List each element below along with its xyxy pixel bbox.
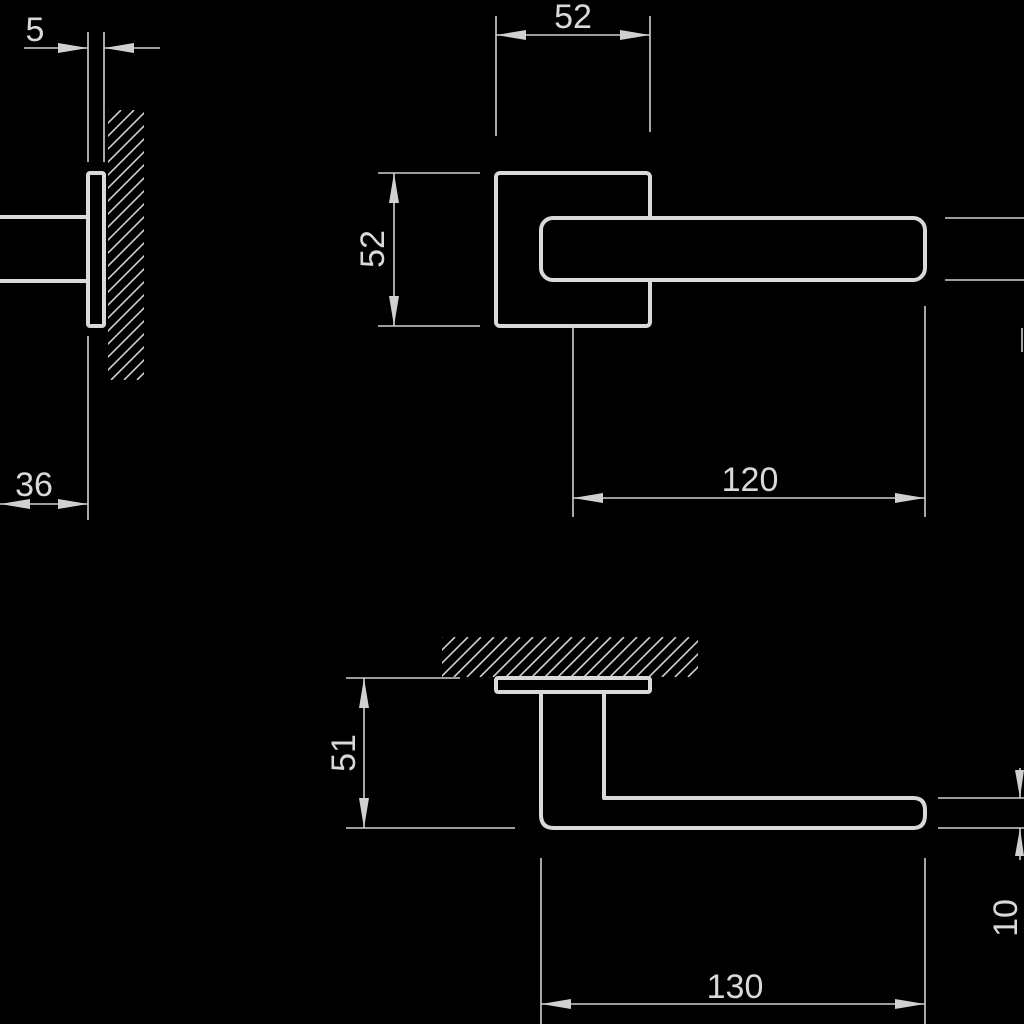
hatch-line	[648, 637, 690, 677]
top-lever	[539, 694, 927, 830]
dim-label-lever-length: 120	[722, 461, 779, 499]
hatch-line	[108, 163, 144, 203]
hatch-line	[108, 332, 144, 372]
arrow-52v-bottom	[389, 296, 399, 326]
hatch-line	[108, 110, 109, 112]
hatch-line	[544, 637, 586, 677]
hatch-line	[108, 319, 144, 359]
hatch-line	[108, 110, 135, 138]
hatch-line	[492, 637, 534, 677]
hatch-line	[661, 639, 698, 677]
arrow-52v-top	[389, 173, 399, 203]
hatch-line	[108, 228, 144, 268]
hatch-line	[479, 637, 521, 677]
hatch-line	[108, 137, 144, 177]
arrow-10-down	[1015, 770, 1024, 798]
arrow-51-bottom	[359, 798, 369, 828]
hatch-line	[505, 637, 547, 677]
arrow-52h-right	[620, 30, 650, 40]
front-lever	[539, 216, 927, 282]
hatch-line	[442, 637, 469, 665]
dim-label-top-height: 51	[325, 734, 363, 772]
hatch-line	[583, 637, 625, 677]
hatch-line	[108, 150, 144, 190]
hatch-line	[442, 637, 443, 639]
hatch-line	[609, 637, 651, 677]
hatch-line	[570, 637, 612, 677]
hatch-line	[687, 665, 698, 677]
arrow-120-left	[573, 493, 603, 503]
hatch-line	[442, 637, 456, 652]
side-rose-plate	[86, 171, 106, 328]
arrow-10-up	[1015, 828, 1024, 856]
dim-label-top-length: 130	[707, 968, 764, 1006]
hatch-line	[557, 637, 599, 677]
wall-hatch-top	[442, 637, 698, 677]
hatch-line	[466, 637, 508, 677]
hatch-line	[635, 637, 677, 677]
hatch-line	[674, 652, 698, 677]
hatch-line	[108, 215, 144, 255]
hatch-line	[110, 345, 144, 380]
dim-label-lever-thickness: 10	[987, 899, 1024, 937]
dim-label-side-gap: 5	[26, 11, 45, 49]
arrow-130-right	[895, 999, 925, 1009]
hatch-line	[531, 637, 573, 677]
arrow-5-right	[58, 43, 88, 53]
side-view: 5 36	[0, 11, 160, 520]
hatch-line	[442, 637, 482, 677]
hatch-line	[108, 254, 144, 294]
arrow-5-left	[104, 43, 134, 53]
hatch-line	[108, 124, 144, 164]
hatch-line	[108, 306, 144, 346]
dim-label-rose-height: 52	[354, 230, 392, 268]
hatch-line	[108, 267, 144, 307]
top-view: 51 130 10	[325, 637, 1024, 1024]
arrow-120-right	[895, 493, 925, 503]
arrow-52h-left	[496, 30, 526, 40]
hatch-line	[622, 637, 664, 677]
arrow-130-left	[541, 999, 571, 1009]
hatch-line	[108, 293, 144, 333]
hatch-line	[108, 241, 144, 281]
hatch-line	[518, 637, 560, 677]
arrow-51-top	[359, 678, 369, 708]
dim-label-side-projection: 36	[15, 466, 53, 504]
arrow-36-right	[58, 499, 88, 509]
front-view: 52 52 120	[354, 0, 1024, 517]
hatch-line	[453, 637, 495, 677]
arrow-36-left	[0, 499, 30, 509]
top-rose-plate	[494, 676, 652, 694]
dim-label-rose-width: 52	[554, 0, 592, 36]
hatch-line	[596, 637, 638, 677]
wall-hatch-side	[108, 110, 144, 380]
